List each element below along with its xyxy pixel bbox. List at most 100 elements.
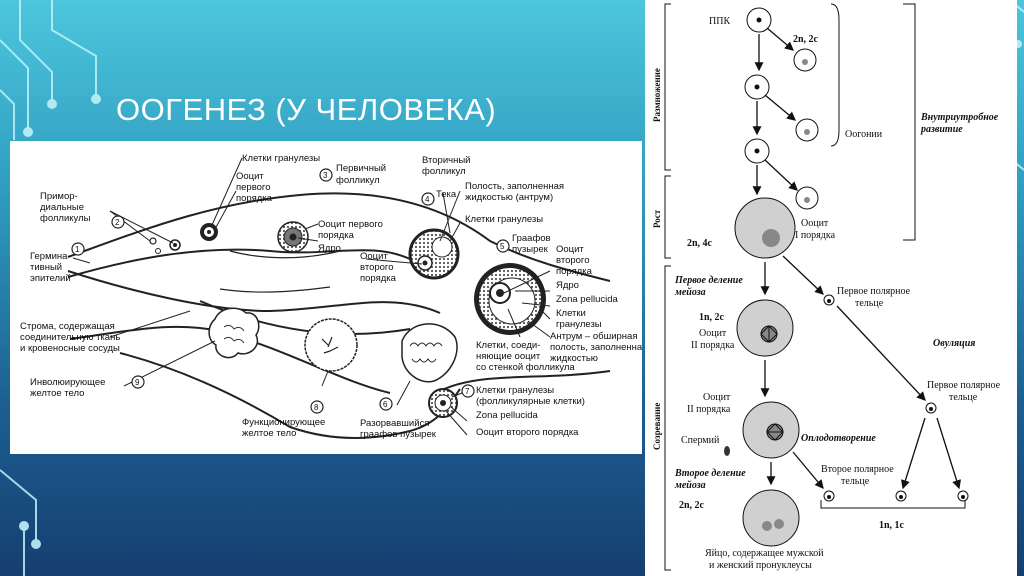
label-oocyte-second-right: Ооцит [556,244,584,255]
label-antrum-cavity: Полость, заполненная [465,181,564,192]
label-oocyte-second-order: Ооцит [703,392,731,403]
label-sperm: Спермий [681,435,720,446]
label-ppk: ППК [709,16,730,27]
number-markers [71,168,510,414]
primary-follicle [277,221,309,253]
label-oocyte-bottom: Ооцит второго порядка [476,427,579,438]
ovary-diagram-panel: Клетки гранулезы Ооцит первого порядка 3… [10,141,647,454]
functional-corpus-luteum [304,318,358,372]
label-ovulation: Овуляция [933,338,975,349]
label-stroma: соединительную ткань [20,332,120,343]
label-phase-maturation: Созревание [652,403,662,450]
label-ploidy: 1n, 1c [879,520,905,531]
label-oocyte-first: Ооцит [236,171,264,182]
label-second-polar-body: тельце [841,476,870,487]
label-phase-reproduction: Размножение [652,68,662,122]
label-intrauterine: Внутриутробное [920,112,999,123]
phase-brackets [664,3,966,571]
label-primary-follicle: фолликул [336,175,380,186]
label-ploidy: 2n, 2c [679,500,705,511]
label-oocyte-first-order: Ооцит первого [318,219,383,230]
label-nucleus-right: Ядро [556,280,579,291]
label-primary-follicle: Первичный [336,163,386,174]
label-oocyte-first: порядка [236,193,273,204]
label-oocyte-first-order: I порядка [795,230,836,241]
graafian-follicle [474,263,546,335]
label-involuting: Инволюирующее [30,377,105,388]
label-zona-pellucida: Zona pellucida [556,294,619,305]
follicle-seven [428,388,458,418]
label-first-meiosis: мейоза [674,287,706,298]
number-2: 2 [115,218,120,227]
secondary-follicle [408,228,460,280]
follicle-first-order [200,223,218,241]
label-germinal-epithelium: тивный [30,262,62,273]
number-1: 1 [75,245,80,254]
label-first-meiosis: Первое деление [674,275,743,286]
label-oocyte-first-order: порядка [318,230,355,241]
label-theca: Тека [436,189,457,200]
label-germinal-epithelium: эпителий [30,273,71,284]
ovary-diagram: Клетки гранулезы Ооцит первого порядка 3… [20,153,647,440]
label-ploidy: 2n, 2c [793,34,819,45]
label-oocyte-second-right: второго [556,255,589,266]
label-germinal-epithelium: Гермина- [30,251,71,262]
label-granulosa-cells: Клетки [556,308,586,319]
label-connecting-cells: Клетки, соеди- [476,340,540,351]
label-phase-growth: Рост [652,209,662,228]
slide-title: ООГЕНЕЗ (У ЧЕЛОВЕКА) [116,92,497,127]
label-antrum-large: Антрум – обширная [550,331,637,342]
spindles [760,325,784,441]
label-oocyte-second: порядка [360,273,397,284]
label-functional-luteum: желтое тело [242,428,296,439]
label-second-meiosis: Второе деление [674,468,746,479]
label-graafian-follicle: Граафов [512,233,551,244]
label-stroma: и кровеносные сосуды [20,343,120,354]
label-antrum-large: жидкостью [550,353,598,364]
ovary-outline [67,192,611,440]
label-granulosa-cells: гранулезы [556,319,602,330]
ruptured-follicle [401,323,458,383]
label-egg: и женский пронуклеусы [709,560,812,571]
label-oocyte-second: второго [360,262,393,273]
number-8: 8 [314,403,319,412]
involuting-corpus-luteum [208,307,260,359]
number-6: 6 [383,400,388,409]
number-4: 4 [425,195,430,204]
number-9: 9 [135,378,140,387]
primordial-follicle [149,237,181,254]
label-oocyte-second-order: Ооцит [699,328,727,339]
oogenesis-scheme-panel: ППК 2n, 2c Размножение Оогонии Внутриутр… [645,0,1017,576]
label-secondary-follicle: Вторичный [422,155,470,166]
label-primordial: Примор- [40,191,78,202]
label-egg: Яйцо, содержащее мужской [705,548,824,559]
label-second-polar-body: Второе полярное [821,464,894,475]
label-granulosa-top: Клетки гранулезы [242,153,320,164]
label-oocyte-second: Ооцит [360,251,388,262]
label-connecting-cells: няющие ооцит [476,351,541,362]
label-oocyte-first-order: Ооцит [801,218,829,229]
label-stroma: Строма, содержащая [20,321,115,332]
label-nucleus: Ядро [318,243,341,254]
label-secondary-follicle: фолликул [422,166,466,177]
label-antrum-large: полость, заполненная [550,342,642,353]
arrows [752,27,962,490]
label-fertilization: Оплодотворение [801,433,876,444]
label-oocyte-second-right: порядка [556,266,593,277]
label-follicular-cells: Клетки гранулезы [476,385,554,396]
label-first-polar-body: тельце [949,392,978,403]
label-connecting-cells: со стенкой фолликула [476,362,575,373]
label-ruptured: Разорвавшийся [360,418,429,429]
oogenesis-scheme: ППК 2n, 2c Размножение Оогонии Внутриутр… [652,3,1001,571]
number-7: 7 [465,387,470,396]
label-graafian-follicle: пузырек [512,244,549,255]
number-3: 3 [323,171,328,180]
label-granulosa-right: Клетки гранулезы [465,214,543,225]
label-antrum-cavity: жидкостью (антрум) [465,192,553,203]
number-5: 5 [500,242,505,251]
label-first-polar-body: Первое полярное [927,380,1001,391]
label-oocyte-second-order: II порядка [691,340,735,351]
label-follicular-cells: (фолликулярные клетки) [476,396,585,407]
